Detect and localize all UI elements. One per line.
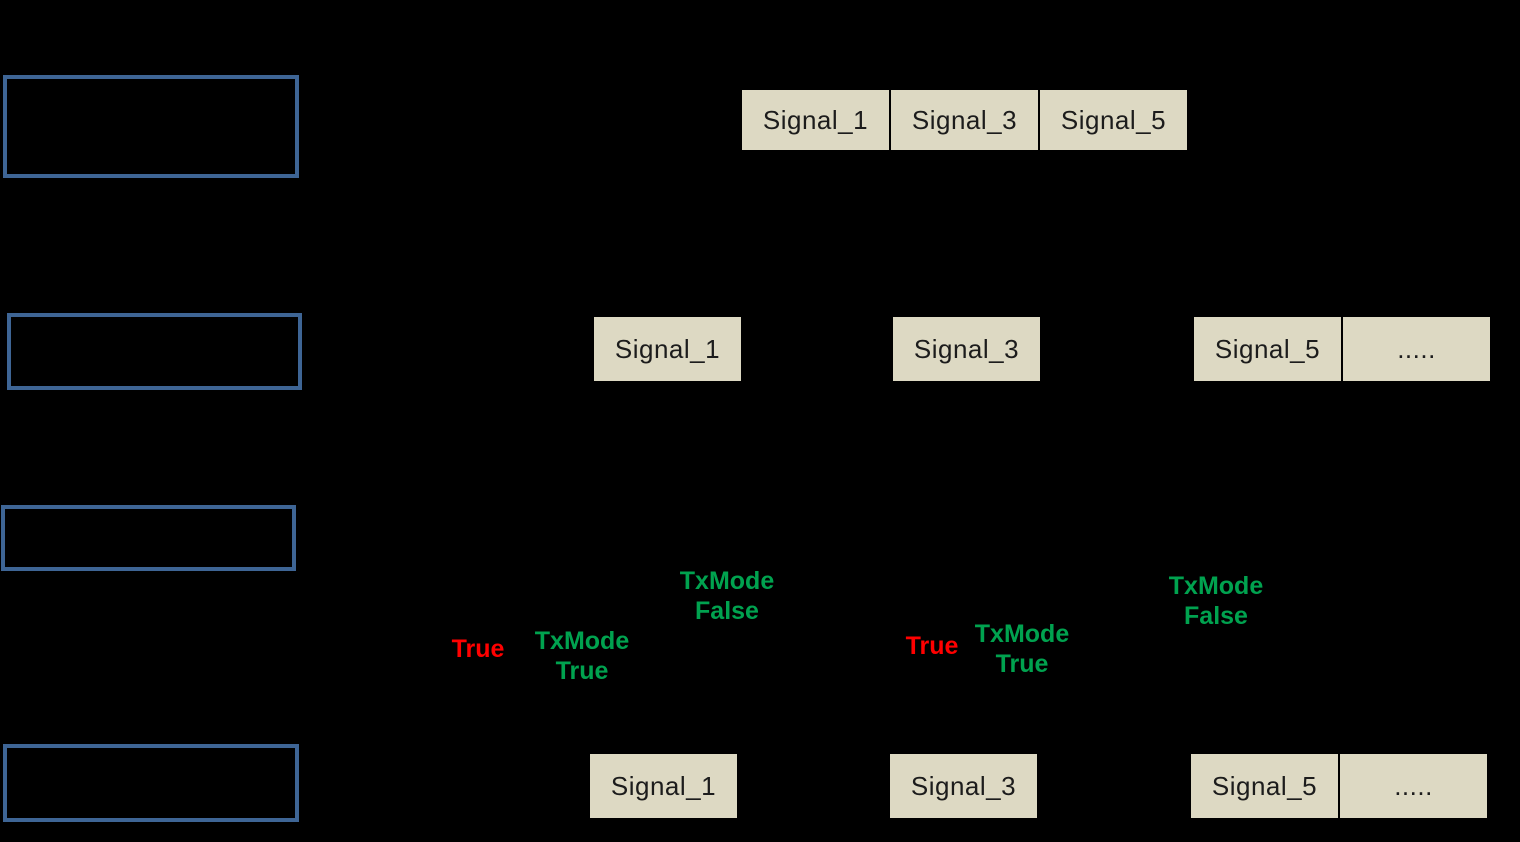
signal-row-bottom-3: Signal_5 .....: [1189, 752, 1489, 820]
label-box-1: [3, 75, 299, 178]
annotation-true-1: True: [451, 635, 505, 663]
annotation-line: TxMode: [679, 567, 775, 595]
annotation-true-2: True: [905, 632, 959, 660]
annotation-line: False: [1184, 602, 1248, 630]
signal-row-middle-3: Signal_5 .....: [1192, 315, 1492, 383]
signal-row-bottom-2: Signal_3: [888, 752, 1039, 820]
signal-box: Signal_5: [1192, 315, 1343, 383]
signal-box-ellipsis: .....: [1341, 315, 1492, 383]
label-box-3: [1, 505, 296, 571]
label-box-2: [7, 313, 302, 390]
signal-row-middle-1: Signal_1: [592, 315, 743, 383]
signal-box: Signal_1: [588, 752, 739, 820]
signal-box: Signal_1: [592, 315, 743, 383]
annotation-line: TxMode: [1168, 572, 1264, 600]
annotation-txmode-true-2: TxMode True: [975, 619, 1069, 679]
signal-box: Signal_3: [888, 752, 1039, 820]
signal-row-bottom-1: Signal_1: [588, 752, 739, 820]
signal-row-top: Signal_1 Signal_3 Signal_5: [740, 88, 1189, 152]
annotation-line: True: [555, 657, 609, 685]
annotation-line: TxMode: [974, 620, 1070, 648]
annotation-line: False: [695, 597, 759, 625]
signal-box: Signal_3: [889, 88, 1040, 152]
signal-box: Signal_5: [1189, 752, 1340, 820]
annotation-line: True: [995, 650, 1049, 678]
signal-box: Signal_1: [740, 88, 891, 152]
annotation-txmode-false-1: TxMode False: [680, 566, 774, 626]
signal-row-middle-2: Signal_3: [891, 315, 1042, 383]
signal-box: Signal_5: [1038, 88, 1189, 152]
annotation-txmode-false-2: TxMode False: [1169, 571, 1263, 631]
signal-box-ellipsis: .....: [1338, 752, 1489, 820]
label-box-4: [3, 744, 299, 822]
annotation-line: TxMode: [534, 627, 630, 655]
signal-box: Signal_3: [891, 315, 1042, 383]
annotation-txmode-true-1: TxMode True: [535, 626, 629, 686]
